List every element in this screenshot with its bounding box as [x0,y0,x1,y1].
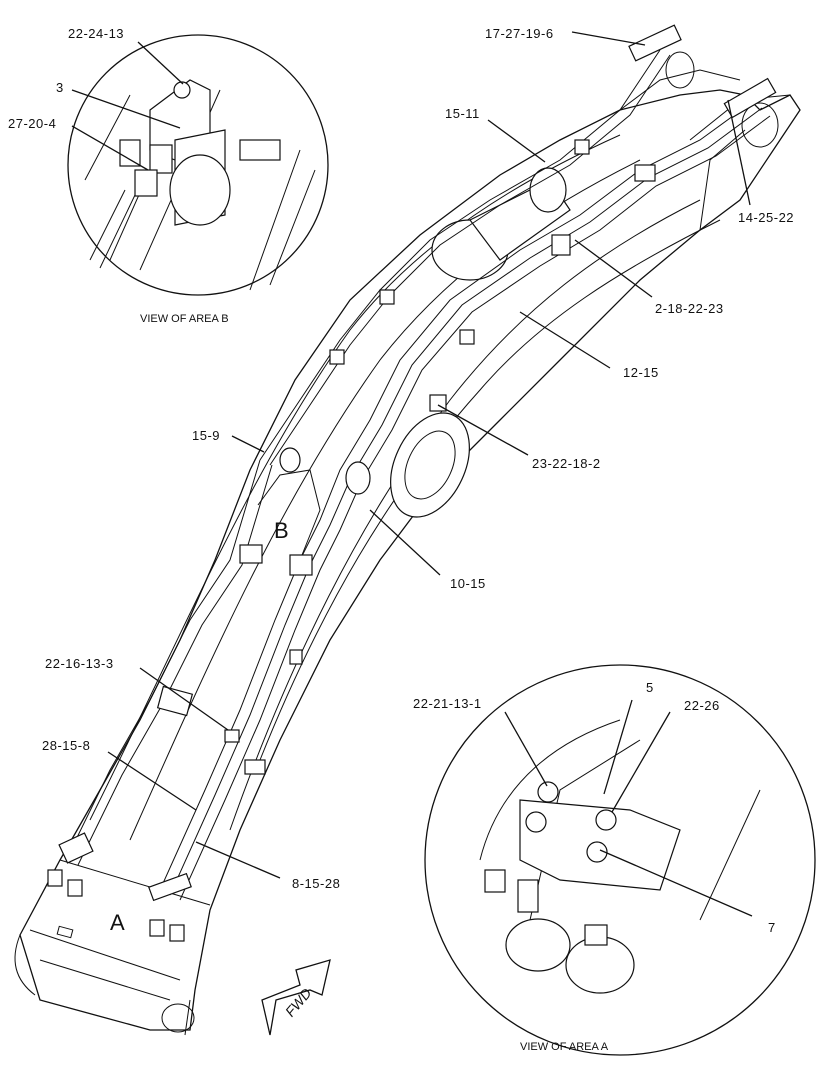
leader-lines [71,31,753,917]
callout-labels: 22-24-13 3 27-20-4 17-27-19-6 15-11 14-2… [8,26,794,1053]
callout-22-24-13: 22-24-13 [68,26,124,41]
area-a-label: A [110,910,125,935]
callout-15-9: 15-9 [192,428,220,443]
callout-8-15-28: 8-15-28 [292,876,340,891]
callout-10-15: 10-15 [450,576,486,591]
callout-15-11: 15-11 [445,106,480,121]
callout-28-15-8: 28-15-8 [42,738,90,753]
view-of-area-a: VIEW OF AREA A [520,1041,609,1053]
fittings [47,24,777,942]
callout-5: 5 [646,680,654,695]
callout-23-22-18-2: 23-22-18-2 [532,456,601,471]
detail-view-a [424,664,816,1056]
detail-view-b [67,34,329,296]
area-b-label: B [274,518,289,543]
callout-22-16-13-3: 22-16-13-3 [45,656,114,671]
callout-22-26: 22-26 [684,698,720,713]
view-of-area-b: VIEW OF AREA B [140,313,229,325]
forward-arrow-icon: FWD [261,959,331,1036]
boom-structure [14,51,801,1036]
callout-3: 3 [56,80,64,95]
callout-14-25-22: 14-25-22 [738,210,794,225]
callout-17-27-19-6: 17-27-19-6 [485,26,554,41]
callout-2-18-22-23: 2-18-22-23 [655,301,724,316]
hydraulic-lines [65,49,771,901]
callout-27-20-4: 27-20-4 [8,116,56,131]
callout-22-21-13-1: 22-21-13-1 [413,696,482,711]
callout-7: 7 [768,920,776,935]
callout-12-15: 12-15 [623,365,659,380]
